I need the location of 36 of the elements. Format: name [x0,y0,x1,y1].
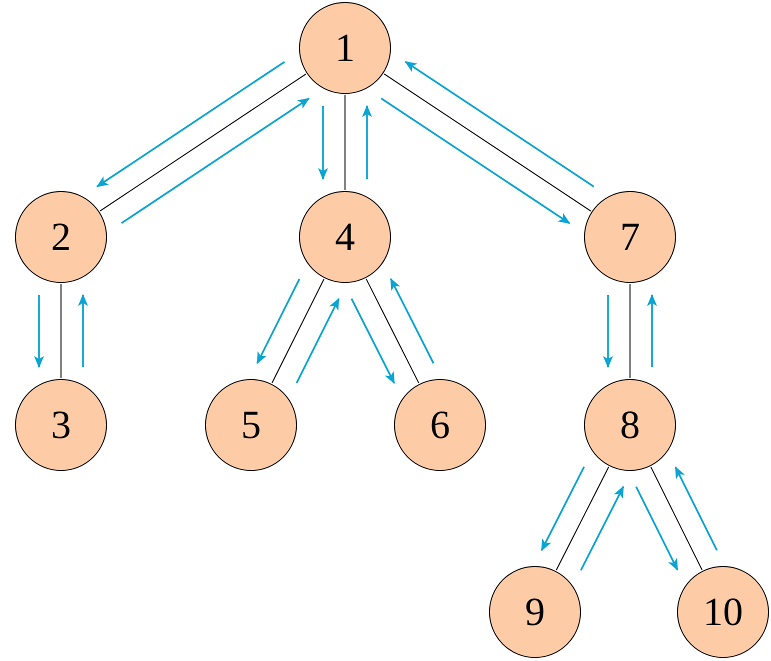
tree-edge [384,73,592,212]
traversal-arrow [580,486,624,571]
tree-edge [272,278,324,384]
tree-edge [60,284,62,378]
traversal-arrow [674,466,718,551]
node-number: 6 [430,405,450,445]
traversal-arrow [404,60,594,188]
tree-edge [556,466,610,571]
node-number: 7 [620,217,640,257]
traversal-arrow [296,298,340,384]
traversal-arrow [603,295,613,368]
traversal-arrow [34,295,44,368]
traversal-arrow [350,298,395,384]
node-number: 2 [51,217,71,257]
tree-edge [100,74,306,212]
traversal-arrow [362,105,372,179]
traversal-arrow [635,486,678,571]
traversal-arrow [256,278,300,364]
node-number: 1 [335,28,355,68]
node-number: 9 [525,592,545,632]
traversal-arrow [540,466,585,552]
node-number: 10 [703,592,743,632]
node-number: 8 [620,405,640,445]
traversal-arrow [318,106,328,180]
tree-edge [366,278,420,384]
tree-edge [344,94,346,190]
traversal-arrow [96,61,286,188]
traversal-arrow [390,278,434,364]
traversal-arrow [647,294,657,367]
traversal-arrow [120,98,310,224]
traversal-arrow [380,98,570,224]
node-number: 4 [335,217,355,257]
node-number: 3 [51,405,71,445]
traversal-arrow [78,294,88,367]
tree-edge [650,466,703,570]
node-number: 5 [241,405,261,445]
